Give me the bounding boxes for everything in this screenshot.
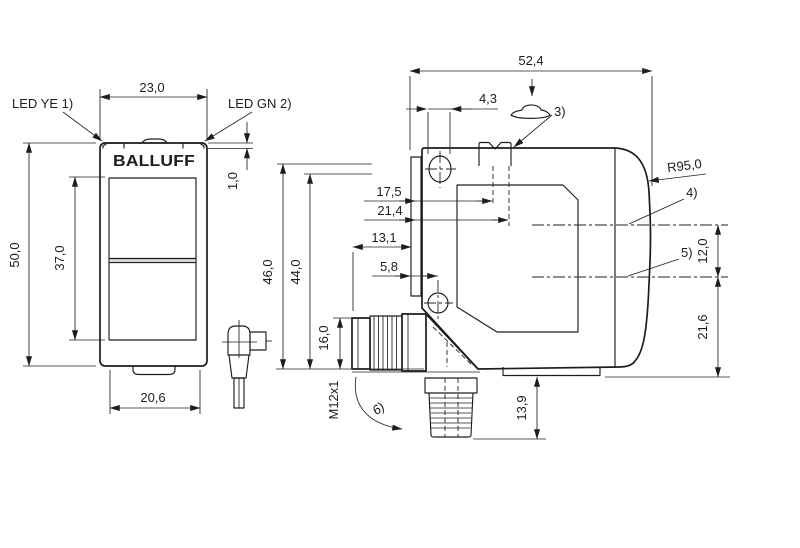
dim-front-height: 50,0 <box>7 142 96 367</box>
dim-hole-offset-label: 5,8 <box>380 259 398 274</box>
front-pot-dome <box>141 138 168 144</box>
callout-receiver: 5) <box>627 245 693 277</box>
led-gn-label: LED GN 2) <box>228 96 292 111</box>
window-divider-fill <box>109 258 196 263</box>
label-recess <box>456 184 579 333</box>
rotation-callout-label: 6) <box>369 399 387 418</box>
cable-plug-sketch <box>222 320 272 409</box>
callout-emitter: 4) <box>628 185 698 225</box>
dim-front-bottom-width: 20,6 <box>109 370 201 414</box>
dim-height-inner: 44,0 <box>288 173 372 370</box>
side-body-outline <box>421 147 652 370</box>
dim-drop-label: 13,9 <box>514 395 529 420</box>
front-bottom-tab <box>132 366 176 376</box>
dim-beam-gap: 12,0 <box>695 224 722 278</box>
dim-front-width-label: 23,0 <box>139 80 164 95</box>
dim-window-height-label: 37,0 <box>52 245 67 270</box>
dim-setback-label: 13,1 <box>371 230 396 245</box>
rotated-thread-ridges <box>430 397 472 429</box>
led-gn-callout: LED GN 2) <box>204 96 292 142</box>
dim-led-height: 1,0 <box>208 122 253 190</box>
dim-front-width: 23,0 <box>99 80 208 140</box>
dim-connector-od-label: 16,0 <box>316 325 331 350</box>
connector-corner-bracket <box>426 314 479 370</box>
dim-pot1: 17,5 <box>364 184 493 205</box>
callout-emitter-label: 4) <box>686 185 698 200</box>
bottom-foot-rib <box>502 367 601 377</box>
dim-pot2-label: 21,4 <box>377 203 402 218</box>
dim-beam-bottom-label: 21,6 <box>695 314 710 339</box>
mounting-hole-bottom <box>424 280 453 319</box>
dim-hole-diameter: 4,3 <box>406 91 498 154</box>
dim-pot2: 21,4 <box>364 203 509 224</box>
mounting-hole-top <box>425 151 456 188</box>
dim-window-height: 37,0 <box>52 176 105 341</box>
callout-pot-label: 3) <box>554 104 566 119</box>
dim-height-outer-label: 46,0 <box>260 259 275 284</box>
dim-setback: 13,1 <box>352 230 412 311</box>
thread-label: M12x1 <box>326 380 341 419</box>
dim-height-outer: 46,0 <box>260 163 424 370</box>
led-tab-left <box>102 142 125 149</box>
pot-slot <box>478 141 512 166</box>
front-view: BALLUFF 23,0 50,0 37,0 <box>7 80 292 414</box>
m12-connector-horizontal <box>351 313 480 373</box>
side-view: 3) 52,4 4,3 17,5 <box>260 53 730 440</box>
dim-depth: 52,4 <box>409 53 653 186</box>
dim-beam-bottom: 21,6 <box>605 276 730 378</box>
dim-front-height-label: 50,0 <box>7 242 22 267</box>
led-tab-right <box>182 142 205 149</box>
front-body-outline <box>99 142 208 367</box>
balluff-logo: BALLUFF <box>113 153 195 170</box>
dim-led-height-label: 1,0 <box>225 172 240 190</box>
dim-radius-label: R95,0 <box>666 156 702 175</box>
callout-pot: 3) <box>513 104 566 148</box>
mounting-flange <box>410 156 422 297</box>
dim-beam-gap-label: 12,0 <box>695 238 710 263</box>
led-ye-label: LED YE 1) <box>12 96 73 111</box>
dim-front-bottom-width-label: 20,6 <box>140 390 165 405</box>
dim-hole-diameter-label: 4,3 <box>479 91 497 106</box>
dim-depth-label: 52,4 <box>518 53 543 68</box>
m12-connector-rotated <box>424 377 478 438</box>
led-ye-callout: LED YE 1) <box>12 96 103 142</box>
rotation-callout: 6) <box>354 376 403 431</box>
dim-connector-od: 16,0 <box>316 317 352 370</box>
connector-thread-ridges <box>373 316 397 370</box>
dim-radius: R95,0 <box>648 156 707 183</box>
screw-adjuster-icon <box>510 79 551 119</box>
dim-height-inner-label: 44,0 <box>288 259 303 284</box>
dim-pot1-label: 17,5 <box>376 184 401 199</box>
callout-receiver-label: 5) <box>681 245 693 260</box>
dim-hole-offset: 5,8 <box>372 259 438 280</box>
dim-drop: 13,9 <box>473 376 546 440</box>
